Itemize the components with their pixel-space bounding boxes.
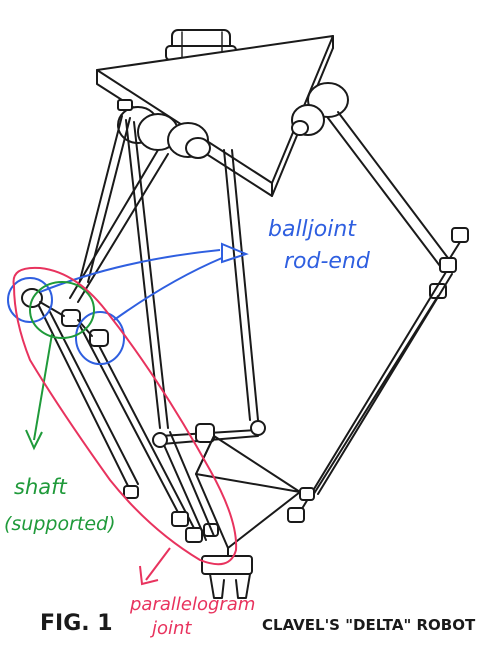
parallelogram-label: parallelogram bbox=[129, 594, 255, 615]
arrow-head-icon bbox=[221, 242, 249, 264]
motor-right bbox=[291, 82, 349, 136]
balljoint-label: balljoint bbox=[268, 217, 357, 242]
center-shaft bbox=[125, 119, 259, 429]
right-forearm bbox=[299, 271, 453, 513]
left-lower-balljoints bbox=[123, 485, 219, 543]
motor-middle bbox=[167, 122, 211, 159]
middle-wrist-joints bbox=[152, 420, 266, 448]
joint-label: joint bbox=[149, 618, 192, 639]
shaft-supported-label: (supported) bbox=[4, 513, 116, 535]
upper-arm-middle bbox=[69, 149, 169, 303]
left-forearm bbox=[35, 299, 197, 533]
shaft-arrow-icon bbox=[25, 429, 43, 451]
shaft-label: shaft bbox=[14, 475, 68, 499]
right-wrist-joint bbox=[287, 487, 315, 523]
figure-label: FIG. 1 bbox=[40, 611, 113, 636]
moving-platform bbox=[195, 435, 301, 549]
rod-end-label: rod-end bbox=[284, 249, 371, 274]
parallelogram-annotation: parallelogram joint bbox=[12, 266, 255, 639]
shaft-annotation: shaft (supported) bbox=[4, 281, 116, 535]
figure-caption: CLAVEL'S "DELTA" ROBOT bbox=[262, 616, 476, 634]
gripper bbox=[201, 547, 253, 599]
parallelogram-arrow-icon bbox=[139, 565, 159, 586]
upper-arm-right bbox=[327, 111, 449, 267]
balljoint-annotation: balljoint rod-end bbox=[7, 217, 371, 365]
